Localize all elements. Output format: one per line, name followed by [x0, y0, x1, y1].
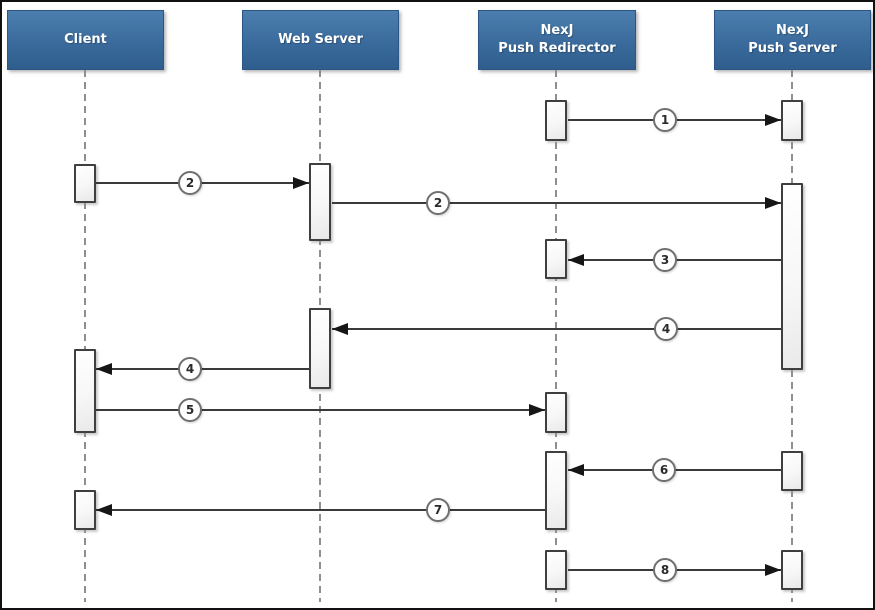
activation-bar-push-redirector-12 — [545, 550, 567, 590]
activation-bar-push-server-1 — [781, 100, 803, 141]
arrowhead-icon — [529, 404, 545, 416]
activation-bar-push-redirector-0 — [545, 100, 567, 141]
message-number-badge-6: 6 — [652, 458, 676, 482]
activation-bar-push-redirector-9 — [545, 451, 567, 530]
activation-bar-push-server-13 — [781, 550, 803, 590]
arrowhead-icon — [568, 464, 584, 476]
message-number-badge-4: 4 — [178, 357, 202, 381]
activation-bar-web-server-6 — [309, 308, 331, 389]
arrowhead-icon — [765, 564, 781, 576]
message-line-7 — [96, 409, 545, 411]
message-number-badge-5: 5 — [178, 398, 202, 422]
arrowhead-icon — [765, 197, 781, 209]
message-line-3 — [332, 202, 781, 204]
participant-header-web-server: Web Server — [242, 10, 399, 70]
message-number-badge-1: 1 — [653, 108, 677, 132]
arrowhead-icon — [96, 504, 112, 516]
participant-header-push-server: NexJ Push Server — [714, 10, 871, 70]
arrowhead-icon — [568, 254, 584, 266]
message-number-badge-8: 8 — [653, 558, 677, 582]
lifeline-client — [84, 70, 86, 602]
message-number-badge-4: 4 — [654, 317, 678, 341]
activation-bar-push-server-10 — [781, 451, 803, 491]
activation-bar-push-redirector-5 — [545, 239, 567, 279]
message-line-9 — [96, 509, 545, 511]
lifeline-push-redirector — [555, 70, 557, 602]
message-number-badge-3: 3 — [653, 248, 677, 272]
activation-bar-client-2 — [74, 164, 96, 203]
activation-bar-web-server-3 — [309, 163, 331, 241]
message-number-badge-7: 7 — [426, 498, 450, 522]
message-number-badge-2: 2 — [426, 191, 450, 215]
arrowhead-icon — [293, 177, 309, 189]
message-line-2 — [96, 182, 309, 184]
arrowhead-icon — [332, 323, 348, 335]
activation-bar-push-server-4 — [781, 183, 803, 370]
activation-bar-client-7 — [74, 349, 96, 433]
participant-header-client: Client — [7, 10, 164, 70]
message-number-badge-2: 2 — [178, 171, 202, 195]
message-line-5 — [332, 328, 781, 330]
participant-header-push-redirector: NexJ Push Redirector — [478, 10, 636, 70]
arrowhead-icon — [765, 114, 781, 126]
arrowhead-icon — [96, 363, 112, 375]
activation-bar-client-11 — [74, 490, 96, 530]
message-line-6 — [96, 368, 309, 370]
activation-bar-push-redirector-8 — [545, 392, 567, 433]
